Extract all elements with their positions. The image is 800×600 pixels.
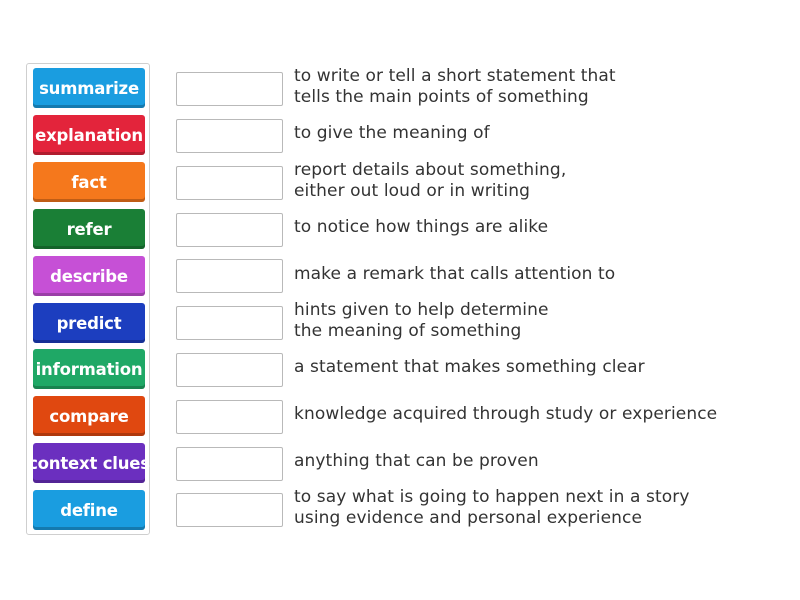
- word-tile-compare[interactable]: compare: [33, 396, 145, 436]
- definition-text-1: to write or tell a short statement that …: [294, 66, 616, 107]
- word-tile-refer[interactable]: refer: [33, 209, 145, 249]
- definition-text-9: anything that can be proven: [294, 451, 539, 471]
- word-bank: summarize explanation fact refer describ…: [26, 63, 150, 535]
- definition-text-4: to notice how things are alike: [294, 217, 549, 237]
- drop-box-4[interactable]: [176, 213, 283, 247]
- drop-box-9[interactable]: [176, 447, 283, 481]
- definition-text-10: to say what is going to happen next in a…: [294, 487, 690, 528]
- word-tile-explanation[interactable]: explanation: [33, 115, 145, 155]
- definition-text-7: a statement that makes something clear: [294, 357, 645, 377]
- drop-box-3[interactable]: [176, 166, 283, 200]
- drop-box-10[interactable]: [176, 493, 283, 527]
- drop-box-7[interactable]: [176, 353, 283, 387]
- drop-box-8[interactable]: [176, 400, 283, 434]
- definition-text-6: hints given to help determine the meanin…: [294, 300, 549, 341]
- drop-box-2[interactable]: [176, 119, 283, 153]
- word-tile-summarize[interactable]: summarize: [33, 68, 145, 108]
- word-tile-describe[interactable]: describe: [33, 256, 145, 296]
- word-tile-context-clues[interactable]: context clues: [28, 443, 150, 483]
- drop-box-6[interactable]: [176, 306, 283, 340]
- definition-text-8: knowledge acquired through study or expe…: [294, 404, 718, 424]
- definition-text-5: make a remark that calls attention to: [294, 264, 616, 284]
- definition-text-3: report details about something, either o…: [294, 160, 567, 201]
- word-tile-predict[interactable]: predict: [33, 303, 145, 343]
- definition-text-2: to give the meaning of: [294, 123, 490, 143]
- word-tile-define[interactable]: define: [33, 490, 145, 530]
- word-tile-information[interactable]: information: [33, 349, 145, 389]
- drop-box-1[interactable]: [176, 72, 283, 106]
- word-tile-fact[interactable]: fact: [33, 162, 145, 202]
- drop-box-5[interactable]: [176, 259, 283, 293]
